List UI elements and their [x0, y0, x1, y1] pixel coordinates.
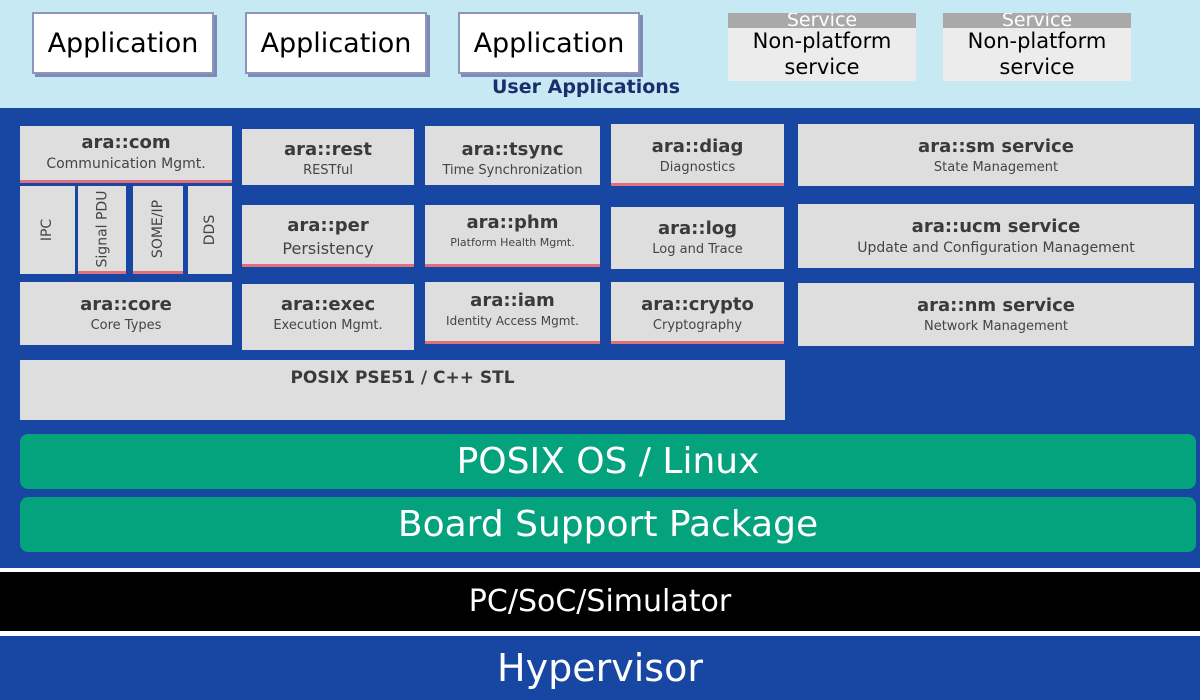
posix-pse51-title: POSIX PSE51 / C++ STL: [290, 368, 515, 388]
ara-sm-service-box[interactable]: ara::sm service State Management: [798, 124, 1194, 186]
ara-sm-title: ara::sm service: [918, 136, 1074, 157]
posix-pse51-box[interactable]: POSIX PSE51 / C++ STL: [20, 360, 785, 420]
ara-core-subtitle: Core Types: [90, 318, 162, 333]
ara-diag-subtitle: Diagnostics: [659, 160, 736, 175]
ara-phm-title: ara::phm: [466, 212, 559, 233]
ara-diag-box[interactable]: ara::diag Diagnostics: [611, 124, 784, 186]
ara-crypto-box[interactable]: ara::crypto Cryptography: [611, 282, 784, 344]
ara-com-ipc[interactable]: IPC: [20, 186, 75, 274]
ara-com-someip[interactable]: SOME/IP: [133, 186, 183, 274]
ara-crypto-title: ara::crypto: [641, 294, 754, 315]
ara-iam-title: ara::iam: [470, 290, 555, 311]
ara-per-subtitle: Persistency: [282, 239, 374, 258]
ara-rest-subtitle: RESTful: [303, 163, 353, 178]
service-text-2: service: [999, 55, 1075, 79]
ara-rest-title: ara::rest: [284, 139, 372, 160]
ara-rest-box[interactable]: ara::rest RESTful: [242, 129, 414, 185]
board-support-package-layer[interactable]: Board Support Package: [20, 497, 1196, 552]
hardware-layer[interactable]: PC/SoC/Simulator: [0, 572, 1200, 631]
ara-com-signal-pdu[interactable]: Signal PDU: [78, 186, 126, 274]
ara-nm-title: ara::nm service: [917, 295, 1075, 316]
ara-nm-service-box[interactable]: ara::nm service Network Management: [798, 283, 1194, 346]
service-text-2: service: [784, 55, 860, 79]
ara-iam-subtitle: Identity Access Mgmt.: [446, 314, 579, 328]
ara-log-subtitle: Log and Trace: [652, 242, 743, 257]
ara-ucm-service-box[interactable]: ara::ucm service Update and Configuratio…: [798, 204, 1194, 268]
ara-core-box[interactable]: ara::core Core Types: [20, 282, 232, 345]
application-label: Application: [473, 27, 625, 59]
posix-os-linux-layer[interactable]: POSIX OS / Linux: [20, 434, 1196, 489]
ara-nm-subtitle: Network Management: [923, 319, 1069, 334]
application-box-1[interactable]: Application: [32, 12, 214, 74]
service-text-1: Non-platform: [967, 29, 1107, 53]
ara-per-title: ara::per: [287, 215, 369, 236]
application-label: Application: [260, 27, 412, 59]
protocol-label: IPC: [39, 218, 56, 242]
ara-tsync-box[interactable]: ara::tsync Time Synchronization: [425, 126, 600, 185]
ara-tsync-subtitle: Time Synchronization: [442, 163, 583, 178]
ara-com-box[interactable]: ara::com Communication Mgmt.: [20, 126, 232, 183]
ara-ucm-subtitle: Update and Configuration Management: [857, 240, 1135, 256]
ara-com-title: ara::com: [81, 132, 171, 153]
ara-phm-subtitle: Platform Health Mgmt.: [450, 236, 575, 249]
ara-crypto-subtitle: Cryptography: [652, 318, 743, 333]
ara-iam-box[interactable]: ara::iam Identity Access Mgmt.: [425, 282, 600, 344]
protocol-label: DDS: [201, 214, 218, 246]
ara-com-subtitle: Communication Mgmt.: [46, 156, 206, 172]
service-label: Service: [943, 13, 1131, 28]
ara-tsync-title: ara::tsync: [461, 139, 564, 160]
ara-phm-box[interactable]: ara::phm Platform Health Mgmt.: [425, 205, 600, 267]
ara-core-title: ara::core: [80, 294, 172, 315]
ara-exec-box[interactable]: ara::exec Execution Mgmt.: [242, 284, 414, 350]
hypervisor-label: Hypervisor: [497, 646, 703, 690]
posix-os-label: POSIX OS / Linux: [456, 441, 760, 482]
service-label: Service: [728, 13, 916, 28]
protocol-label: SOME/IP: [150, 199, 166, 258]
ara-per-box[interactable]: ara::per Persistency: [242, 205, 414, 267]
service-text-1: Non-platform: [752, 29, 892, 53]
application-box-2[interactable]: Application: [245, 12, 427, 74]
ara-com-dds[interactable]: DDS: [188, 186, 232, 274]
ara-log-box[interactable]: ara::log Log and Trace: [611, 207, 784, 269]
ara-sm-subtitle: State Management: [933, 160, 1059, 175]
user-applications-caption-row: User Applications: [0, 76, 1200, 100]
bsp-label: Board Support Package: [397, 504, 819, 545]
hardware-label: PC/SoC/Simulator: [468, 584, 732, 619]
user-applications-caption: User Applications: [492, 76, 681, 98]
hypervisor-layer[interactable]: Hypervisor: [0, 636, 1200, 700]
protocol-label: Signal PDU: [94, 190, 110, 267]
application-box-3[interactable]: Application: [458, 12, 640, 74]
application-label: Application: [47, 27, 199, 59]
ara-ucm-title: ara::ucm service: [911, 216, 1081, 237]
ara-diag-title: ara::diag: [651, 136, 744, 157]
ara-exec-title: ara::exec: [280, 294, 376, 315]
ara-exec-subtitle: Execution Mgmt.: [273, 318, 383, 333]
ara-log-title: ara::log: [658, 218, 737, 239]
